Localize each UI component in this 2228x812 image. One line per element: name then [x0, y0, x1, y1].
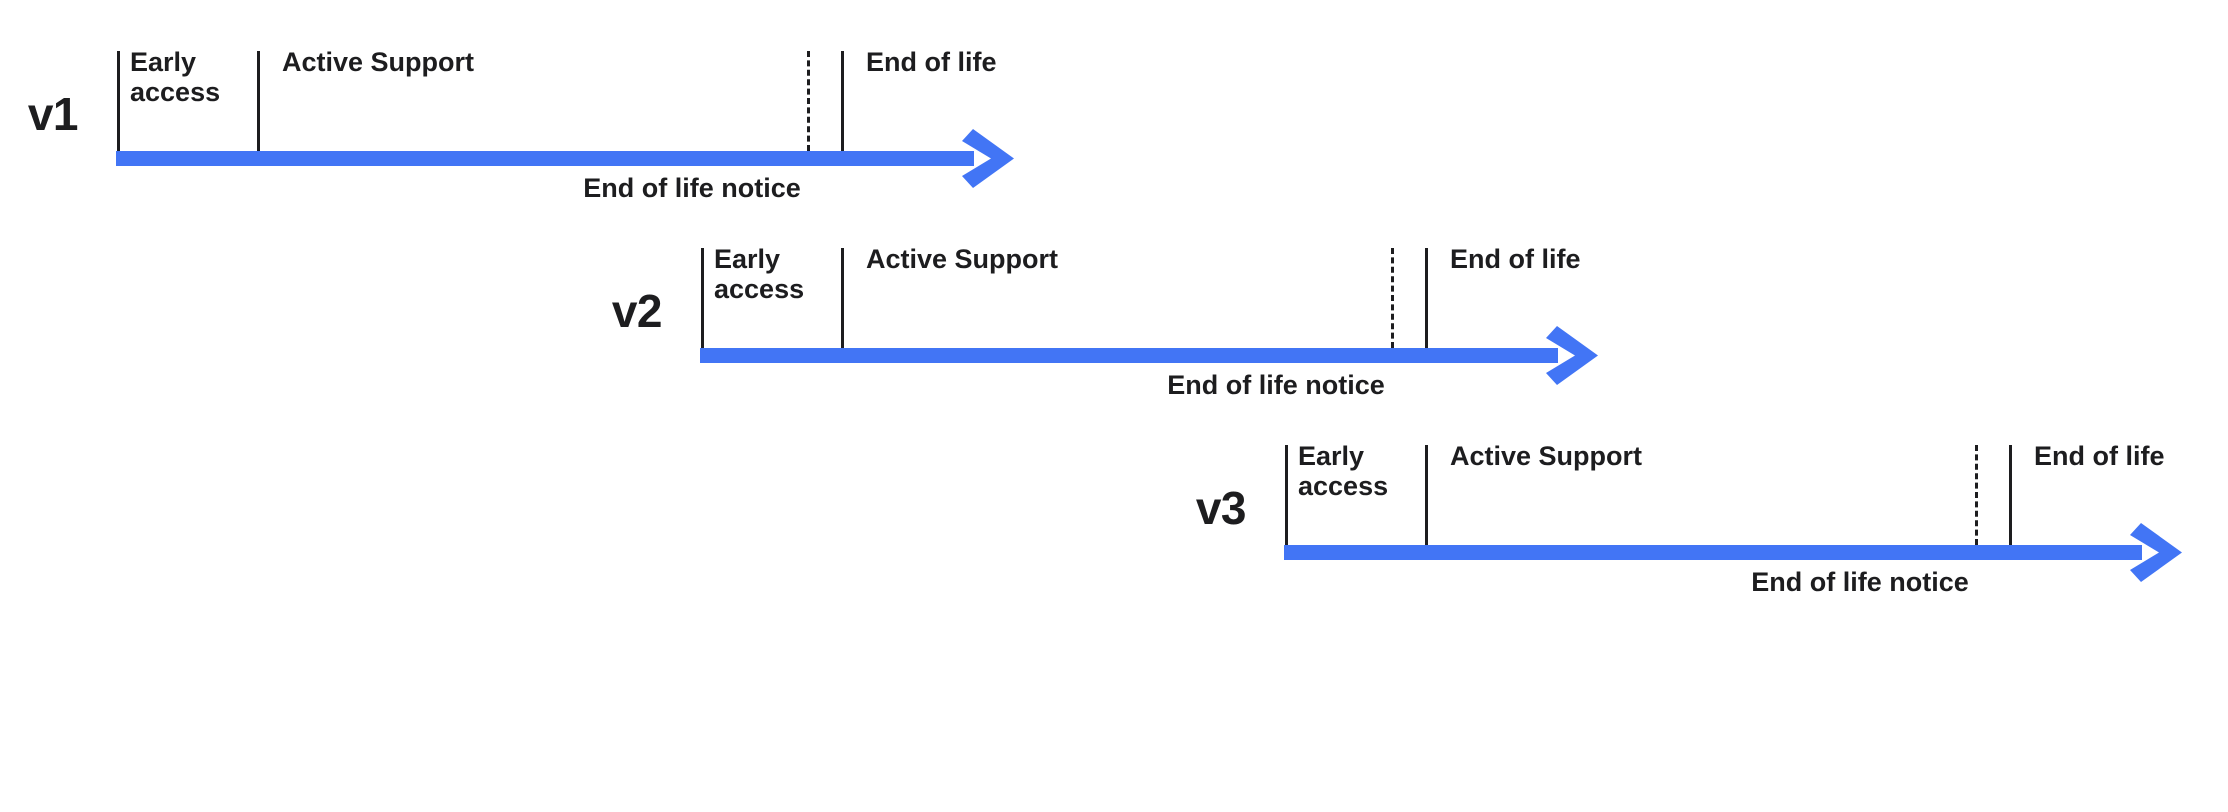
timeline-bar-v2	[700, 348, 1558, 363]
phase-label-end-of-life-v2: End of life	[1450, 244, 1581, 274]
timeline-row-v2: v2 Early access Active Support End of li…	[584, 244, 1684, 428]
phase-label-active-support-v3: Active Support	[1450, 441, 1643, 471]
arrow-right-icon	[962, 129, 1014, 188]
separator-end-of-life-notice-v3	[1975, 445, 1978, 545]
separator-active-support-start-v1	[257, 51, 260, 151]
phase-label-active-support-v1: Active Support	[282, 47, 475, 77]
arrow-right-icon	[2130, 523, 2182, 582]
phase-label-early-access-v3: Early access	[1298, 441, 1389, 502]
version-label-v2: v2	[611, 285, 663, 337]
timeline-arrow-head-v1	[962, 129, 1014, 188]
separator-end-of-life-start-v2	[1425, 248, 1428, 348]
phase-label-early-access-v2: Early access	[714, 244, 805, 305]
separator-active-support-start-v3	[1425, 445, 1428, 545]
separator-end-of-life-notice-v2	[1391, 248, 1394, 348]
timeline-row-v1: v1 Early access Active Support End of li…	[0, 47, 1100, 231]
separator-early-access-start-v2	[701, 248, 704, 348]
timeline-bar-v3	[1284, 545, 2142, 560]
notice-label-v3: End of life notice	[1751, 567, 1969, 597]
separator-active-support-start-v2	[841, 248, 844, 348]
version-label-v3: v3	[1195, 482, 1247, 534]
separator-early-access-start-v1	[117, 51, 120, 151]
timeline-arrow-head-v2	[1546, 326, 1598, 385]
timeline-bar-v1	[116, 151, 974, 166]
notice-label-v1: End of life notice	[583, 173, 801, 203]
phase-label-end-of-life-v3: End of life	[2034, 441, 2165, 471]
arrow-right-icon	[1546, 326, 1598, 385]
version-label-v1: v1	[27, 88, 79, 140]
phase-label-end-of-life-v1: End of life	[866, 47, 997, 77]
phase-label-active-support-v2: Active Support	[866, 244, 1059, 274]
separator-end-of-life-start-v3	[2009, 445, 2012, 545]
separator-early-access-start-v3	[1285, 445, 1288, 545]
timeline-row-v3: v3 Early access Active Support End of li…	[1168, 441, 2228, 625]
separator-end-of-life-start-v1	[841, 51, 844, 151]
separator-end-of-life-notice-v1	[807, 51, 810, 151]
phase-label-early-access-v1: Early access	[130, 47, 221, 108]
timeline-arrow-head-v3	[2130, 523, 2182, 582]
notice-label-v2: End of life notice	[1167, 370, 1385, 400]
